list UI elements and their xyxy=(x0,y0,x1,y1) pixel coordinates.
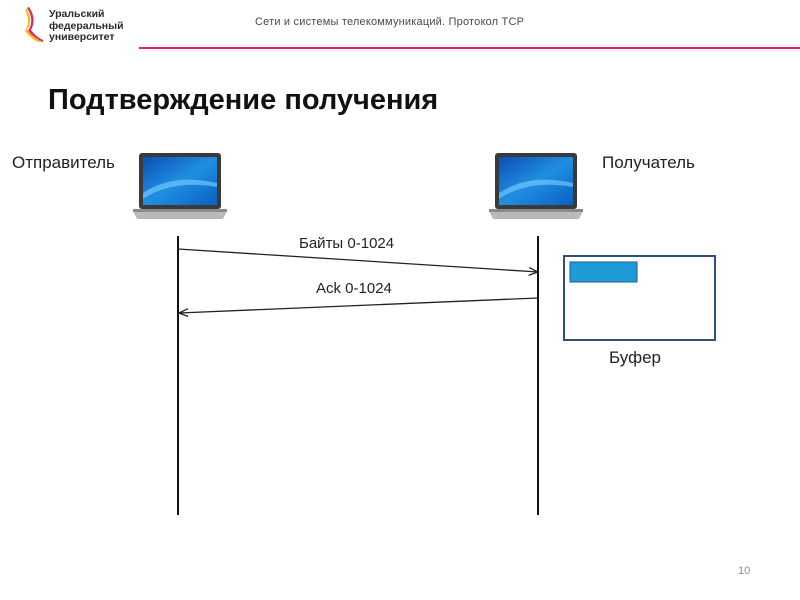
buffer-label: Буфер xyxy=(609,348,661,368)
data-arrow xyxy=(178,249,538,272)
buffer-fill xyxy=(570,262,637,282)
ack-arrow xyxy=(179,298,538,313)
data-message-label: Байты 0-1024 xyxy=(299,235,394,252)
ack-message-label: Ack 0-1024 xyxy=(316,280,392,297)
page-number: 10 xyxy=(738,565,750,577)
